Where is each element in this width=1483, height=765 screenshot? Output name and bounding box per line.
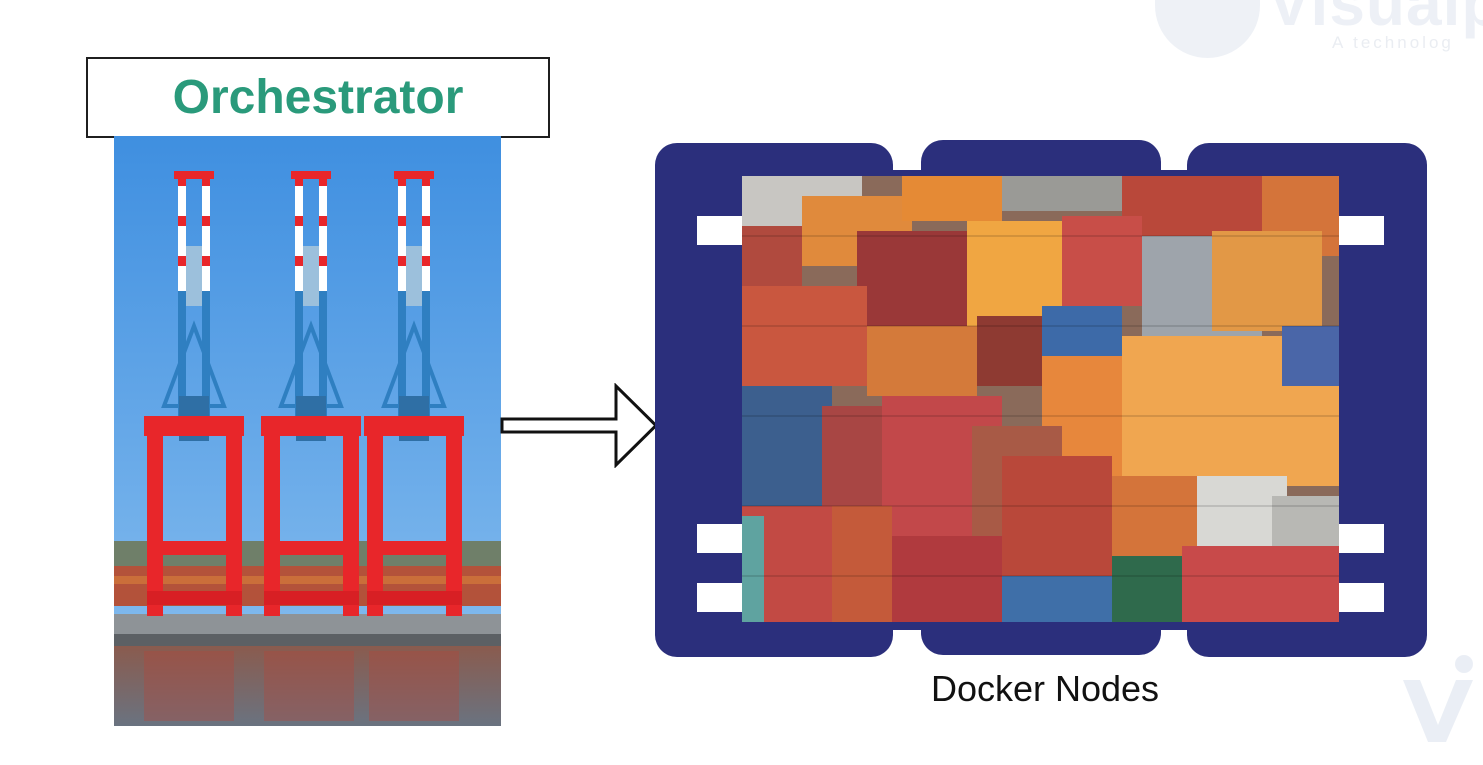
watermark-logo-icon: [1155, 0, 1260, 58]
docker-containers-image: [742, 176, 1339, 622]
watermark-tagline: A technolog: [1332, 33, 1454, 52]
watermark-top: Visualp A technolog: [1150, 0, 1483, 60]
orchestrator-crane-image: [114, 136, 501, 726]
orchestrator-title: Orchestrator: [86, 57, 550, 138]
right-arrow-icon: [500, 382, 662, 469]
docker-nodes-label: Docker Nodes: [930, 668, 1160, 709]
watermark-brand: Visualp: [1268, 0, 1483, 39]
watermark-logo-bottom-icon: [1398, 650, 1483, 750]
